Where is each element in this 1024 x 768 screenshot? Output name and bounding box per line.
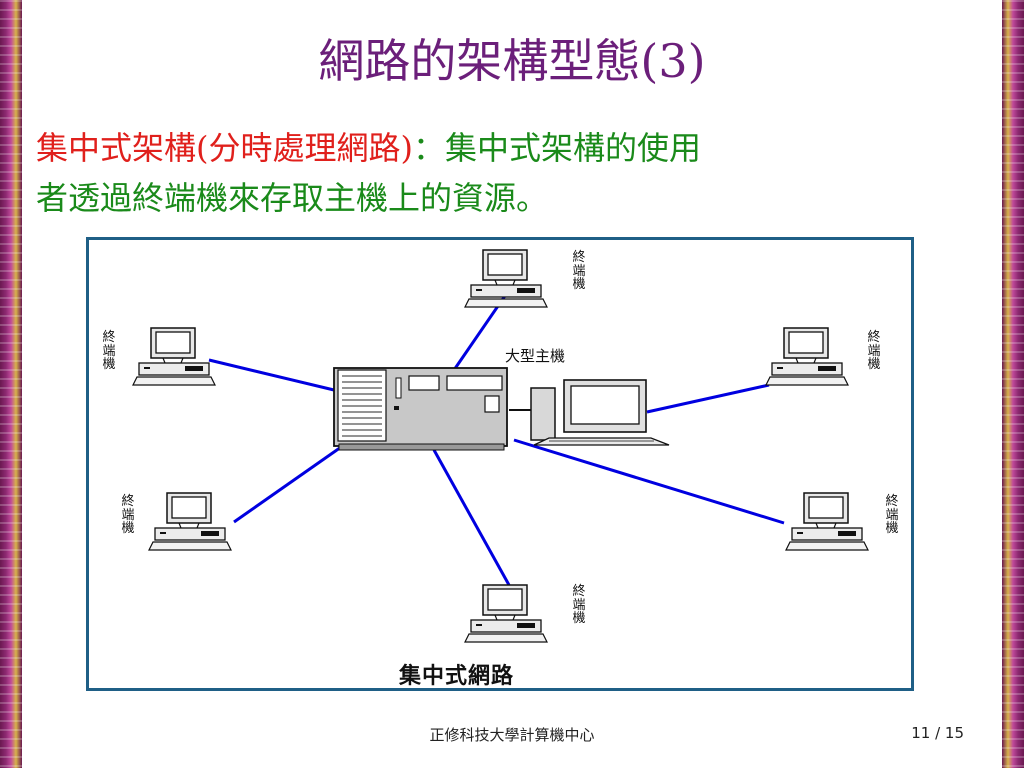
body-colon: ： — [412, 129, 445, 167]
diagram-caption: 集中式網路 — [399, 664, 515, 689]
terminal-icon-right-upper — [765, 327, 849, 386]
network-diagram-svg — [132, 249, 869, 643]
body-line-2: 者透過終端機來存取主機上的資源。 — [36, 178, 549, 217]
terminal-label-left-lower: 終端機 — [121, 494, 135, 537]
host-label: 大型主機 — [505, 347, 566, 365]
terminal-label-right-lower: 終端機 — [885, 494, 899, 537]
body-line-1: 集中式架構(分時處理網路)：集中式架構的使用 — [36, 124, 996, 174]
host-terminal-icon — [530, 379, 670, 446]
terminal-icon-left-upper — [132, 327, 216, 386]
body-highlight: 集中式架構(分時處理網路) — [36, 129, 413, 167]
terminal-icon-left-lower — [148, 492, 232, 551]
terminal-icon-top — [464, 249, 548, 308]
terminal-icon-right-lower — [785, 492, 869, 551]
network-diagram: 終端機 終端機 終端機 終端機 終端機 終端機 大型主機 集中式網路 — [86, 237, 914, 691]
right-decorative-border — [1002, 0, 1024, 768]
terminal-label-left-upper: 終端機 — [102, 330, 116, 373]
connection-lines — [208, 289, 785, 586]
terminal-label-bottom: 終端機 — [572, 584, 586, 627]
terminal-label-right-upper: 終端機 — [867, 330, 881, 373]
body-rest-line-1: 集中式架構的使用 — [445, 129, 702, 167]
mainframe-icon — [333, 367, 508, 451]
terminal-label-top: 終端機 — [572, 250, 586, 293]
terminal-icon-bottom — [464, 584, 548, 643]
page-number: 11 / 15 — [911, 724, 964, 742]
slide-body: 集中式架構(分時處理網路)：集中式架構的使用 者透過終端機來存取主機上的資源。 — [36, 124, 996, 223]
left-decorative-border — [0, 0, 22, 768]
footer-organization: 正修科技大學計算機中心 — [429, 726, 595, 744]
slide-title: 網路的架構型態(3) — [318, 34, 706, 88]
